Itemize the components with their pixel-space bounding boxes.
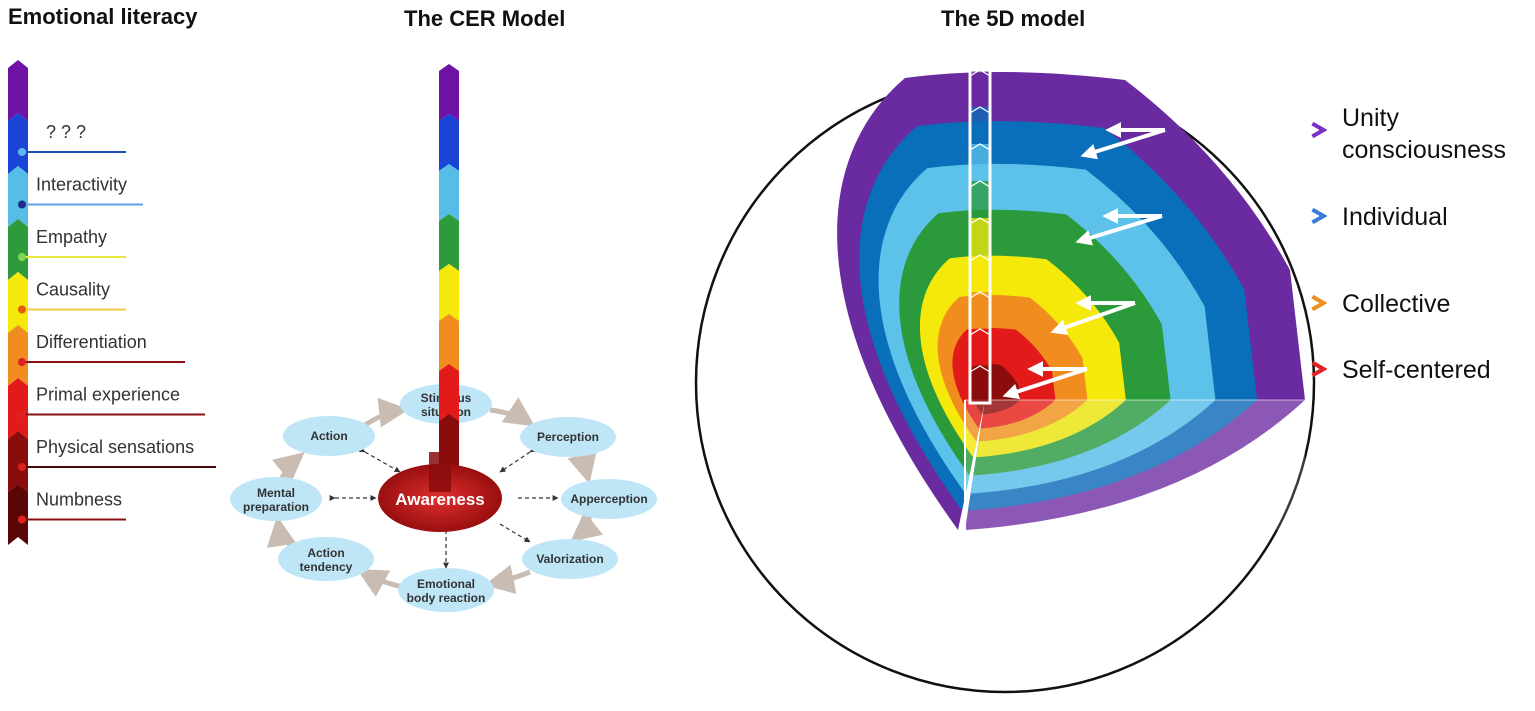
cutaway-layer — [982, 400, 1021, 415]
cer-column-segment — [439, 64, 459, 121]
cer-column-segment — [439, 314, 459, 371]
ladder-segment — [8, 113, 28, 174]
dimension-arrows — [1002, 122, 1322, 400]
onion-column-notch — [969, 328, 991, 336]
cer-column-segment — [439, 214, 459, 271]
cer-node-valorization — [522, 539, 618, 579]
level-dot — [18, 305, 26, 314]
cer-node-label: Perception — [537, 430, 599, 444]
cer-dashed-connectors — [329, 446, 559, 569]
level-label: Physical sensations — [36, 437, 194, 457]
onion-column-notch — [969, 254, 991, 262]
cer-node-label: tendency — [300, 560, 353, 574]
cer-column-segment — [439, 364, 459, 421]
cer-node-label: Emotional — [417, 577, 475, 591]
ladder-segment — [8, 166, 28, 227]
level-dot — [18, 200, 26, 209]
cer-node-label: Action — [307, 546, 344, 560]
emotional-literacy-ladder: ? ? ? InteractivityEmpathyCausalityDiffer… — [8, 60, 216, 545]
onion-column-outline — [968, 68, 992, 405]
cer-column-segment — [439, 264, 459, 321]
cer-node-label: Apperception — [570, 492, 647, 506]
ladder-segment — [8, 272, 28, 333]
level-dot — [18, 515, 26, 524]
cer-column-segment — [439, 164, 459, 221]
ladder-segment — [8, 431, 28, 492]
dimension-arrow-branch — [1050, 301, 1136, 335]
ladder-labels: ? ? ? InteractivityEmpathyCausalityDiffer… — [18, 122, 216, 524]
onion-column-notch — [969, 180, 991, 188]
level-dot — [18, 410, 26, 419]
dimension-arrow-branch — [1075, 214, 1163, 246]
onion-column-segment — [970, 366, 990, 403]
onion-column-segment — [970, 218, 990, 255]
cer-node-action-tendency — [278, 537, 374, 581]
dimension-label: Individual — [1342, 203, 1448, 231]
onion-column-segment — [970, 292, 990, 329]
onion-column-notch — [969, 143, 991, 151]
cer-column-base — [429, 452, 451, 492]
cutaway-shade — [965, 400, 1305, 530]
onion-cutaway — [964, 399, 1305, 530]
level-label: Differentiation — [36, 332, 147, 352]
dimension-labels: Unity consciousnessIndividualCollectiveSe… — [1342, 104, 1506, 384]
onion-column-notch — [969, 106, 991, 114]
cer-node-label: body reaction — [407, 591, 486, 605]
cer-node-label: Valorization — [536, 552, 603, 566]
level-label: Primal experience — [36, 385, 180, 405]
onion-column-segment — [970, 181, 990, 218]
cer-model: StimulussituationPerceptionApperceptionV… — [230, 64, 657, 612]
onion-column-segment — [970, 107, 990, 144]
cer-node-label: preparation — [243, 500, 309, 514]
cer-node-action — [283, 416, 375, 456]
awareness-node — [378, 464, 502, 532]
level-dot — [18, 463, 26, 471]
ladder-segment — [8, 484, 28, 545]
ladder-bar — [8, 60, 28, 545]
onion-column-notch — [969, 217, 991, 225]
ladder-segment — [8, 60, 28, 121]
level-label: Causality — [36, 280, 110, 300]
cer-node-perception — [520, 417, 616, 457]
dimension-label: consciousness — [1342, 136, 1506, 164]
onion-column-segment — [970, 255, 990, 292]
level-label: ? ? ? — [46, 122, 86, 142]
onion-column-segment — [970, 329, 990, 366]
awareness-label: Awareness — [395, 490, 484, 509]
onion-column — [968, 68, 992, 405]
onion-column-segment — [970, 70, 990, 107]
cer-node-label: Action — [310, 429, 347, 443]
onion-column-notch — [969, 365, 991, 373]
dimension-label: Collective — [1342, 290, 1450, 318]
emotional-literacy-title: Emotional literacy — [8, 4, 198, 29]
onion-column-segment — [970, 144, 990, 181]
cer-node-label: Mental — [257, 486, 295, 500]
level-label: Interactivity — [36, 175, 127, 195]
level-label: Numbness — [36, 490, 122, 510]
dimension-arrow-branch — [1080, 128, 1166, 160]
cer-model-title: The CER Model — [404, 6, 565, 31]
level-dot — [18, 358, 26, 366]
cer-node-emotional-body-reaction — [398, 568, 494, 612]
onion-column-notch — [969, 291, 991, 299]
level-label: Empathy — [36, 227, 107, 247]
five-d-model-title: The 5D model — [941, 6, 1085, 31]
dimension-arrow-branch — [1002, 367, 1088, 400]
five-d-model: Unity consciousnessIndividualCollectiveSe… — [694, 68, 1506, 694]
ladder-segment — [8, 378, 28, 439]
level-dot — [18, 148, 26, 156]
dimension-label: Unity — [1342, 104, 1399, 132]
ladder-segment — [8, 325, 28, 386]
ladder-segment — [8, 219, 28, 280]
cer-column-segment — [439, 114, 459, 171]
cer-node-apperception — [561, 479, 657, 519]
cer-node-mental-preparation — [230, 477, 322, 521]
dimension-label: Self-centered — [1342, 356, 1491, 384]
level-dot — [18, 253, 26, 261]
